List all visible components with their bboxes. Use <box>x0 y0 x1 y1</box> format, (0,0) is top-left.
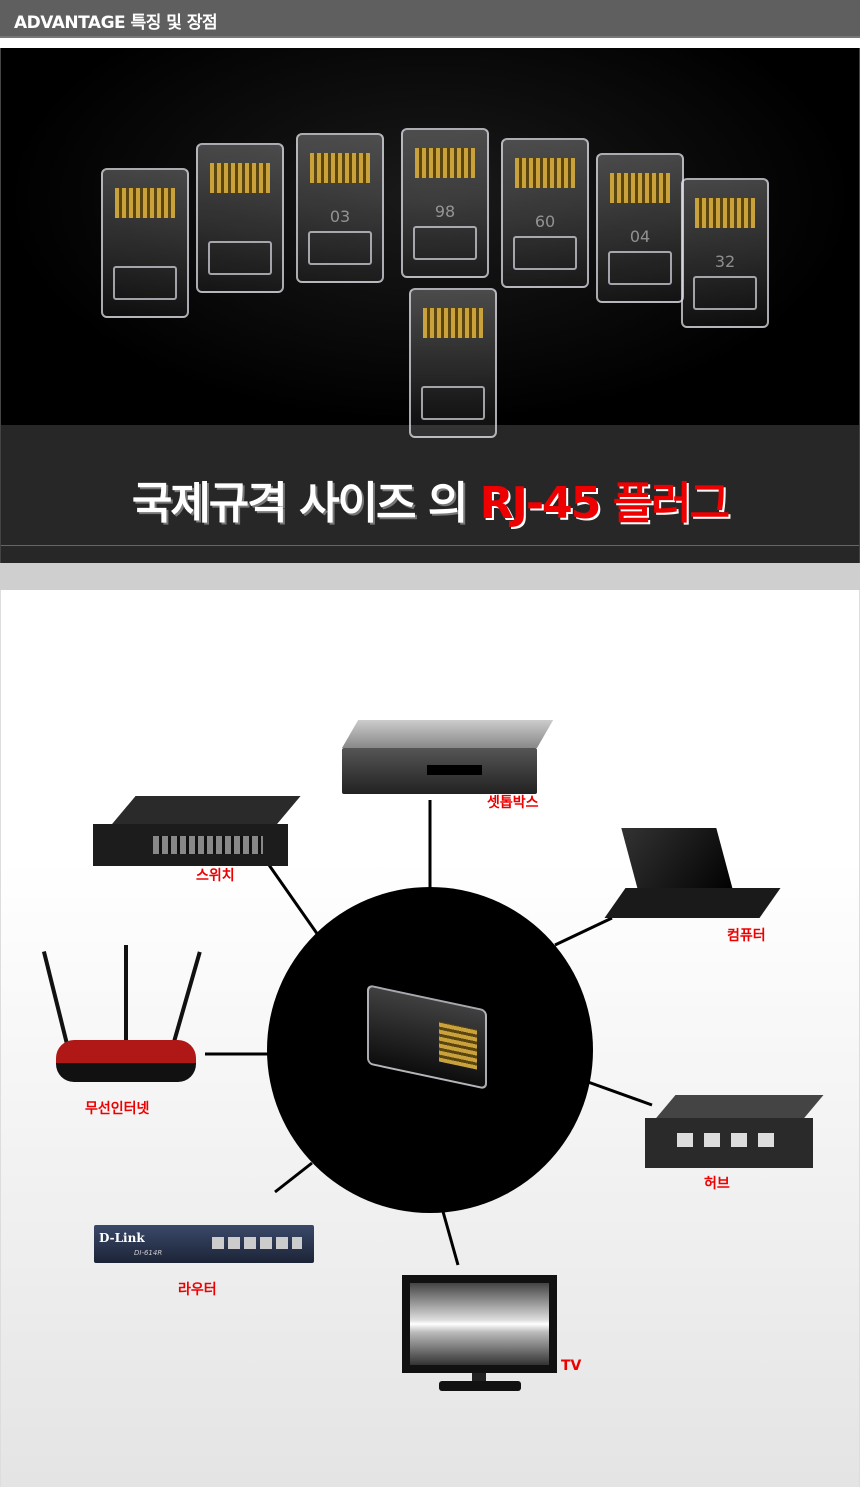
label-wireless-internet: 무선인터넷 <box>85 1101 150 1117</box>
settop-box-image <box>342 720 554 798</box>
router-image: D-Link DI-614R <box>94 1225 314 1263</box>
label-switch: 스위치 <box>196 868 235 884</box>
label-router: 라우터 <box>178 1282 217 1298</box>
headline: 국제규격 사이즈 의 RJ-45 플러그 <box>131 478 730 529</box>
section-title: ADVANTAGE 특징 및 장점 <box>14 13 218 33</box>
router-brand-logo: D-Link <box>99 1231 145 1245</box>
label-hub: 허브 <box>704 1176 730 1192</box>
rj45-center-circle <box>267 887 593 1213</box>
rj45-plug-image: 04 <box>596 153 684 303</box>
laptop-image <box>604 828 781 920</box>
router-model: DI-614R <box>134 1249 163 1257</box>
tv-image <box>402 1275 557 1395</box>
rj45-plug-image <box>101 168 189 318</box>
rj45-plug-image: 03 <box>296 133 384 283</box>
divider-bar <box>0 563 860 590</box>
rj45-plug-image: 60 <box>501 138 589 288</box>
rj45-plug-image: 98 <box>401 128 489 278</box>
hub-image <box>645 1095 824 1175</box>
rj45-plug-image <box>196 143 284 293</box>
wireless-router-image <box>41 945 202 1085</box>
headline-banner: 국제규격 사이즈 의 RJ-45 플러그 <box>0 425 860 563</box>
label-tv: TV <box>561 1358 582 1374</box>
switch-image <box>93 796 301 868</box>
rj45-plug-image <box>409 288 497 438</box>
rj45-plug-image: 32 <box>681 178 769 328</box>
hero-photo: 03 98 60 04 32 <box>0 48 860 438</box>
label-settop-box: 셋톱박스 <box>487 795 539 811</box>
label-computer: 컴퓨터 <box>727 928 766 944</box>
rj45-plug-image <box>367 984 487 1090</box>
section-header: ADVANTAGE 특징 및 장점 <box>0 0 860 38</box>
